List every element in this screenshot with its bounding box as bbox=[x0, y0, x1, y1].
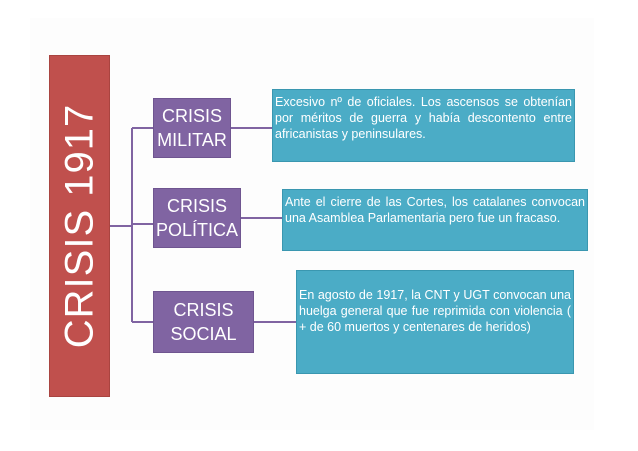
crisis-politica-description-text: Ante el cierre de las Cortes, los catala… bbox=[285, 195, 585, 225]
crisis-politica-box: CRISIS POLÍTICA bbox=[153, 188, 241, 248]
crisis-social-line2: SOCIAL bbox=[170, 324, 237, 344]
crisis-militar-box: CRISIS MILITAR bbox=[153, 98, 231, 158]
crisis-politica-description: Ante el cierre de las Cortes, los catala… bbox=[282, 189, 588, 251]
crisis-social-line1: CRISIS bbox=[173, 300, 234, 320]
crisis-social-box: CRISIS SOCIAL bbox=[153, 291, 254, 353]
crisis-militar-description: Excesivo nº de oficiales. Los ascensos s… bbox=[272, 89, 575, 162]
crisis-social-description: En agosto de 1917, la CNT y UGT convocan… bbox=[296, 270, 574, 374]
crisis-militar-line2: MILITAR bbox=[157, 130, 227, 150]
crisis-militar-description-text: Excesivo nº de oficiales. Los ascensos s… bbox=[275, 95, 572, 141]
crisis-politica-line1: CRISIS bbox=[166, 196, 227, 216]
crisis-politica-line2: POLÍTICA bbox=[155, 220, 239, 240]
diagram-title: CRISIS 1917 bbox=[57, 103, 101, 349]
title-bar: CRISIS 1917 bbox=[49, 55, 110, 397]
crisis-militar-line1: CRISIS bbox=[161, 106, 222, 126]
crisis-social-description-text: En agosto de 1917, la CNT y UGT convocan… bbox=[299, 288, 571, 334]
